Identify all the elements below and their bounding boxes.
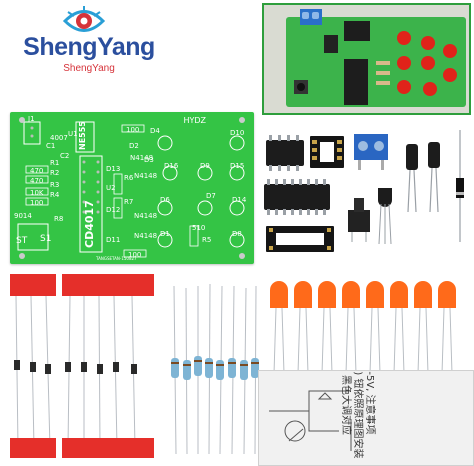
pcb-title: HYDZ bbox=[183, 116, 206, 125]
pcb-label: R5 bbox=[202, 236, 212, 244]
resistor-group bbox=[171, 283, 259, 455]
pcb-value: N4148 bbox=[134, 172, 158, 180]
pcb-ic-main-label: CD4017 bbox=[83, 200, 96, 248]
pcb-value: N4148 bbox=[130, 154, 154, 162]
brand-eye-icon bbox=[62, 6, 106, 32]
pcb-value: 100 bbox=[128, 251, 142, 259]
pcb-label: R6 bbox=[124, 174, 134, 182]
pcb-label: R1 bbox=[50, 159, 60, 167]
pcb-value: 10K bbox=[30, 189, 44, 197]
tape-strip bbox=[10, 274, 56, 296]
pcb-label: D1 bbox=[160, 230, 170, 238]
pcb-label: D12 bbox=[106, 206, 121, 214]
pcb-label: D3 bbox=[144, 156, 154, 164]
assembled-board-image bbox=[286, 9, 466, 107]
pcb-label: D11 bbox=[106, 236, 121, 244]
socket-16pin bbox=[266, 226, 334, 252]
leaflet-line: 8) 钮依照原理图安装 bbox=[352, 370, 363, 459]
leaflet-line: 、黑色大调对应 bbox=[340, 370, 351, 435]
pcb-label: U1 bbox=[68, 130, 78, 138]
pcb-label: D14 bbox=[232, 196, 247, 204]
transistor-9014 bbox=[378, 188, 392, 245]
pcb-label: D9 bbox=[200, 162, 210, 170]
cd4017-chip bbox=[264, 179, 330, 215]
instruction-leaflet: 5-5V, 注意事项 8) 钮依照原理图安装 、黑色大调对应 bbox=[258, 370, 474, 466]
socket-8pin bbox=[310, 136, 344, 168]
pcb-value: 470 bbox=[30, 167, 44, 175]
pcb-label: D15 bbox=[230, 162, 245, 170]
pcb-label: C1 bbox=[46, 142, 56, 150]
pcb-value: 100 bbox=[126, 126, 140, 134]
leaflet-text: 5-5V, 注意事项 8) 钮依照原理图安装 、黑色大调对应 bbox=[339, 370, 375, 459]
brand-subname: ShengYang bbox=[63, 63, 115, 74]
ic-and-socket-group bbox=[264, 130, 464, 252]
ne555-chip bbox=[266, 135, 304, 171]
led-group bbox=[270, 281, 456, 375]
tape-strip bbox=[62, 438, 154, 458]
pcb-label: R2 bbox=[50, 169, 60, 177]
pcb-value: N4148 bbox=[134, 232, 158, 240]
pcb-value: N4148 bbox=[134, 212, 158, 220]
pcb-ic-timer-label: NE555 bbox=[78, 121, 87, 150]
pcb-label: D2 bbox=[129, 142, 139, 150]
rectifier-diode bbox=[456, 130, 464, 242]
diode-tape-group bbox=[10, 274, 154, 458]
pcb-label: ST bbox=[16, 236, 28, 246]
push-button bbox=[348, 198, 370, 242]
terminal-block bbox=[354, 134, 388, 170]
pcb-label: R8 bbox=[54, 215, 64, 223]
pcb-label: J1 bbox=[28, 115, 35, 123]
electrolytic-capacitors bbox=[406, 142, 440, 213]
pcb-label: D16 bbox=[164, 162, 179, 170]
pcb-value: 100 bbox=[30, 199, 44, 207]
pcb-label: D13 bbox=[106, 165, 121, 173]
bare-pcb: HYDZ CD4017 NE555 D4 D10 D2 D13 D3 D16 D… bbox=[10, 112, 254, 264]
pcb-value: 4007 bbox=[50, 134, 68, 142]
pcb-label: C2 bbox=[60, 152, 70, 160]
pcb-label: D10 bbox=[230, 129, 245, 137]
pcb-label: U2 bbox=[106, 184, 116, 192]
tape-strip bbox=[62, 274, 154, 296]
schematic-sketch bbox=[269, 390, 352, 451]
pcb-value: 510 bbox=[192, 224, 206, 232]
leaflet-line: 5-5V, 注意事项 bbox=[364, 370, 375, 435]
pcb-label: 9014 bbox=[14, 212, 32, 220]
pcb-code: TANGSETAN-150827 bbox=[96, 256, 137, 261]
pcb-label: D7 bbox=[206, 192, 216, 200]
tape-strip bbox=[10, 438, 56, 458]
assembled-board-photo bbox=[262, 3, 471, 115]
pcb-label: R4 bbox=[50, 191, 60, 199]
pcb-label: R3 bbox=[50, 181, 60, 189]
pcb-label: R7 bbox=[124, 198, 134, 206]
pcb-label: S1 bbox=[40, 234, 52, 244]
brand-name: ShengYang bbox=[23, 33, 155, 61]
pcb-label: D6 bbox=[160, 196, 170, 204]
pcb-label: D8 bbox=[232, 230, 242, 238]
pcb-value: 470 bbox=[30, 177, 44, 185]
pcb-label: D4 bbox=[150, 127, 160, 135]
pcb-traces bbox=[17, 117, 245, 259]
